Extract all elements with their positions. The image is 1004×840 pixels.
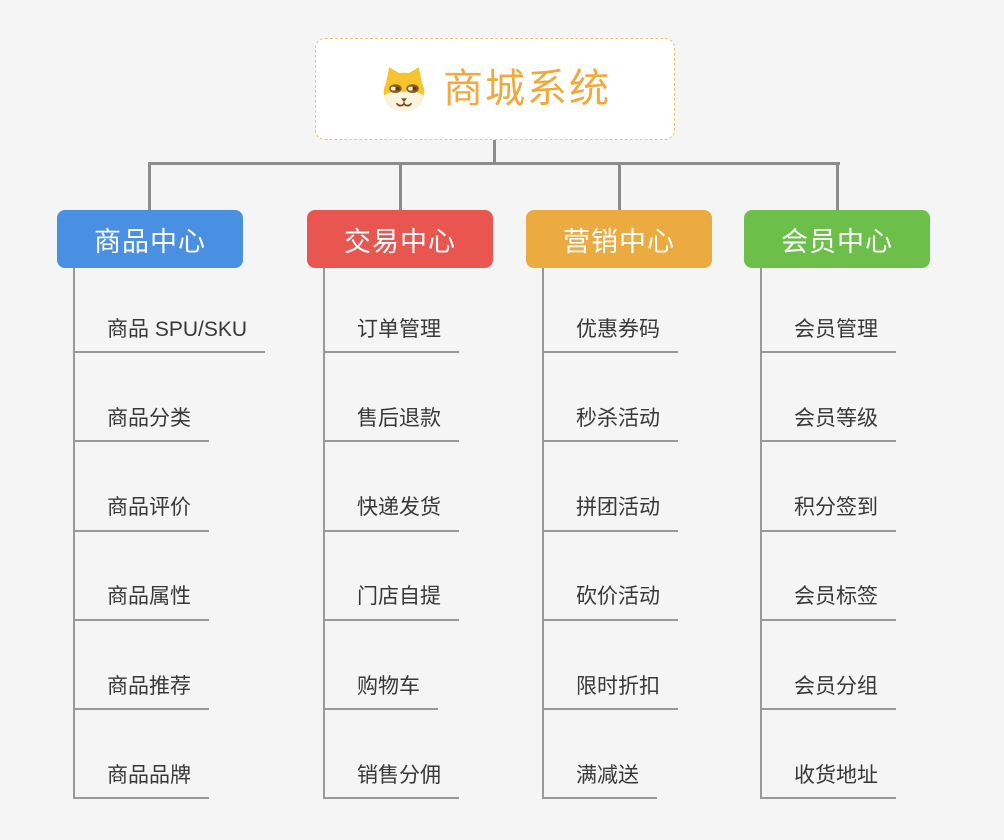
leaf-item[interactable]: 拼团活动 [526, 442, 766, 532]
leaf-item[interactable]: 会员管理 [744, 264, 984, 354]
leaf-item[interactable]: 收货地址 [744, 710, 984, 800]
branch-trade-center: 交易中心 订单管理 售后退款 快递发货 门店自提 购物车 销售分佣 [307, 210, 547, 800]
leaf-item-label: 满减送 [542, 762, 657, 800]
branch-items: 订单管理 售后退款 快递发货 门店自提 购物车 销售分佣 [307, 264, 547, 800]
leaf-item[interactable]: 商品评价 [57, 442, 297, 532]
connector-drop-member [836, 164, 839, 210]
root-title: 商城系统 [443, 67, 611, 111]
leaf-item[interactable]: 商品推荐 [57, 621, 297, 710]
leaf-item-label: 优惠券码 [542, 316, 678, 354]
connector-drop-marketing [618, 164, 621, 210]
leaf-item[interactable]: 商品属性 [57, 532, 297, 621]
branch-items: 优惠券码 秒杀活动 拼团活动 砍价活动 限时折扣 满减送 [526, 264, 766, 800]
leaf-item-label: 购物车 [323, 673, 438, 710]
connector-drop-trade [399, 164, 402, 210]
connector-horizontal-bar [148, 162, 840, 165]
leaf-item[interactable]: 快递发货 [307, 442, 547, 532]
leaf-item-label: 会员等级 [760, 405, 896, 443]
branch-items: 会员管理 会员等级 积分签到 会员标签 会员分组 收货地址 [744, 264, 984, 800]
leaf-item[interactable]: 满减送 [526, 710, 766, 800]
leaf-item-label: 商品推荐 [73, 673, 209, 710]
branch-node-trade-center[interactable]: 交易中心 [307, 210, 493, 268]
leaf-item[interactable]: 订单管理 [307, 264, 547, 354]
leaf-item[interactable]: 秒杀活动 [526, 353, 766, 443]
leaf-item-label: 商品品牌 [73, 762, 209, 800]
leaf-item[interactable]: 限时折扣 [526, 621, 766, 710]
leaf-item-label: 商品 SPU/SKU [73, 316, 266, 354]
leaf-item[interactable]: 砍价活动 [526, 532, 766, 621]
leaf-item[interactable]: 售后退款 [307, 353, 547, 443]
leaf-item-label: 会员分组 [760, 673, 896, 710]
leaf-item[interactable]: 销售分佣 [307, 710, 547, 800]
leaf-item-label: 商品属性 [73, 583, 209, 621]
leaf-item-label: 会员管理 [760, 316, 896, 354]
leaf-item-label: 收货地址 [760, 762, 896, 800]
leaf-item-label: 门店自提 [323, 583, 459, 621]
branch-items: 商品 SPU/SKU 商品分类 商品评价 商品属性 商品推荐 商品品牌 [57, 264, 297, 800]
branch-node-marketing-center[interactable]: 营销中心 [526, 210, 712, 268]
leaf-item[interactable]: 商品 SPU/SKU [57, 264, 297, 354]
leaf-item-label: 砍价活动 [542, 583, 678, 621]
leaf-item-label: 拼团活动 [542, 494, 678, 532]
leaf-item[interactable]: 会员分组 [744, 621, 984, 710]
branch-member-center: 会员中心 会员管理 会员等级 积分签到 会员标签 会员分组 收货地址 [744, 210, 984, 800]
leaf-item-label: 会员标签 [760, 583, 896, 621]
branch-product-center: 商品中心 商品 SPU/SKU 商品分类 商品评价 商品属性 商品推荐 商品品牌 [57, 210, 297, 800]
branch-node-member-center[interactable]: 会员中心 [744, 210, 930, 268]
leaf-item[interactable]: 购物车 [307, 621, 547, 710]
leaf-item[interactable]: 优惠券码 [526, 264, 766, 354]
leaf-item[interactable]: 商品分类 [57, 353, 297, 443]
branch-trunk-line [542, 268, 544, 799]
leaf-item-label: 秒杀活动 [542, 405, 678, 443]
branch-node-product-center[interactable]: 商品中心 [57, 210, 243, 268]
branch-trunk-line [323, 268, 325, 799]
leaf-item-label: 快递发货 [323, 494, 459, 532]
branch-marketing-center: 营销中心 优惠券码 秒杀活动 拼团活动 砍价活动 限时折扣 满减送 [526, 210, 766, 800]
leaf-item-label: 商品分类 [73, 405, 209, 443]
leaf-item[interactable]: 积分签到 [744, 442, 984, 532]
leaf-item-label: 订单管理 [323, 316, 459, 354]
leaf-item-label: 售后退款 [323, 405, 459, 443]
leaf-item-label: 商品评价 [73, 494, 209, 532]
leaf-item-label: 积分签到 [760, 494, 896, 532]
leaf-item[interactable]: 会员标签 [744, 532, 984, 621]
root-node[interactable]: 商城系统 [315, 38, 675, 140]
leaf-item[interactable]: 商品品牌 [57, 710, 297, 800]
connector-drop-product [148, 164, 151, 210]
branch-trunk-line [73, 268, 75, 799]
leaf-item[interactable]: 门店自提 [307, 532, 547, 621]
leaf-item[interactable]: 会员等级 [744, 353, 984, 443]
dog-face-icon [383, 67, 425, 112]
leaf-item-label: 限时折扣 [542, 673, 678, 710]
branch-trunk-line [760, 268, 762, 799]
connector-root-stem [493, 140, 496, 163]
leaf-item-label: 销售分佣 [323, 762, 459, 800]
